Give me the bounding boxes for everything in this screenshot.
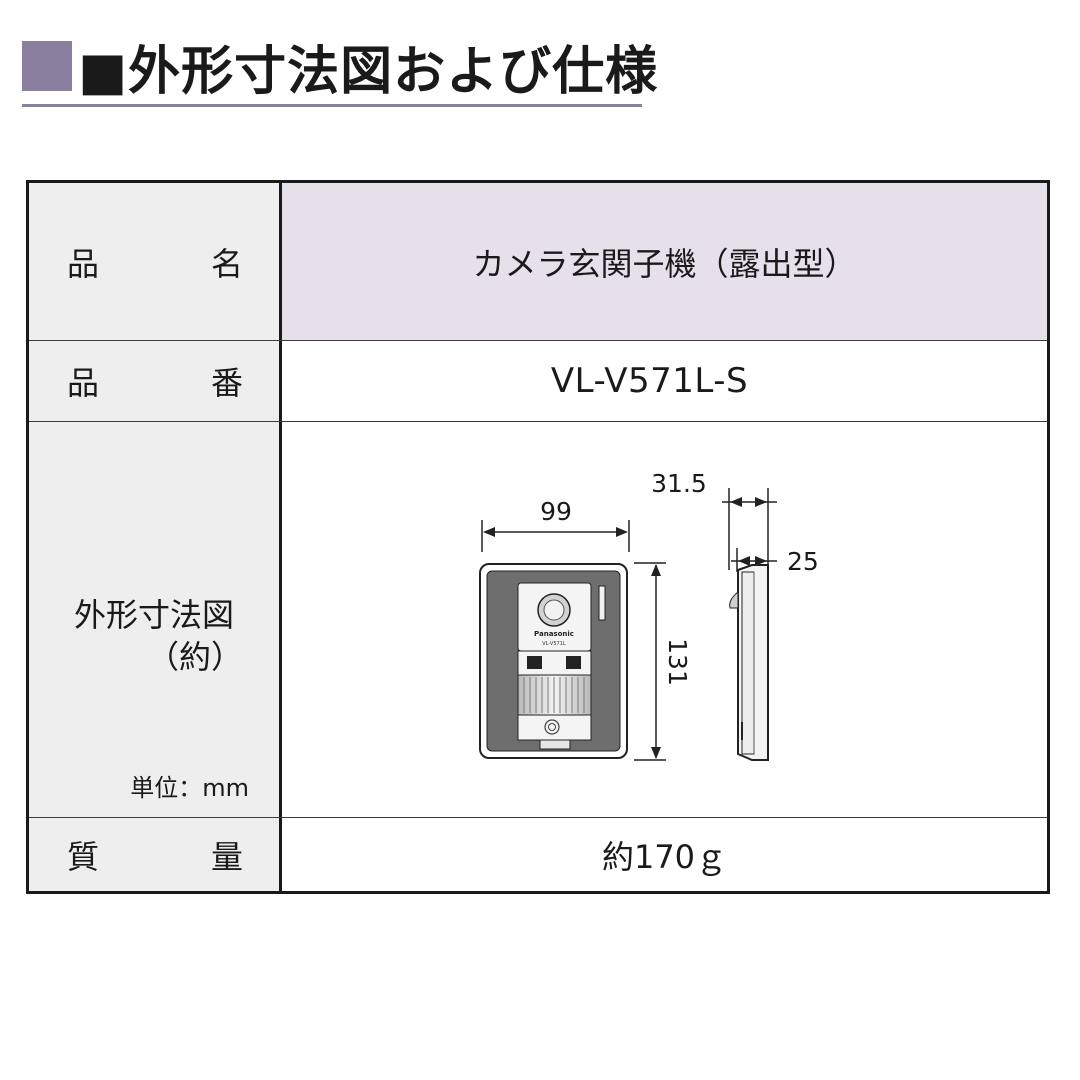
model-number: VL-V571L-S: [550, 361, 749, 401]
led-left-icon: [527, 656, 542, 669]
mass-value: 約170ｇ: [601, 837, 728, 876]
spec-table: 品 名 カメラ玄関子機（露出型） 品 番 VL-V571L-S 外形寸法図 （約…: [26, 180, 1050, 894]
height-value: 131: [663, 638, 692, 686]
value-cell-mass: 約170ｇ: [282, 818, 1047, 891]
value-cell-dimensions: 99 131: [282, 422, 1047, 817]
dimensions-label: 外形寸法図: [73, 596, 234, 634]
depth-total-value: 31.5: [651, 469, 707, 498]
label-name-left: 品: [67, 244, 100, 283]
dimensions-approx-label: （約）: [146, 638, 243, 676]
front-view: Panasonic VL-V571L: [479, 563, 628, 759]
label-mass-right: 量: [210, 837, 243, 876]
height-dimension: 131: [634, 562, 692, 761]
value-cell-name: カメラ玄関子機（露出型）: [282, 183, 1047, 340]
label-cell-model: 品 番: [29, 341, 282, 421]
row-product-name: 品 名 カメラ玄関子機（露出型）: [29, 183, 1047, 341]
label-model-left: 品: [67, 364, 100, 402]
page-title: ■外形寸法図および仕様: [78, 41, 659, 102]
heading-underline: [22, 104, 642, 107]
depth-dimension-body: 25: [731, 547, 819, 576]
light-sensor-icon: [598, 585, 606, 621]
section-heading: ■外形寸法図および仕様: [22, 30, 657, 102]
label-cell-mass: 質 量: [29, 818, 282, 891]
value-cell-model: VL-V571L-S: [282, 341, 1047, 421]
label-mass-left: 質: [67, 837, 100, 876]
depth-dimension-total: 31.5: [651, 469, 777, 570]
row-dimensions: 外形寸法図 （約） 単位：mm: [29, 422, 1047, 818]
width-value: 99: [540, 497, 572, 526]
product-name: カメラ玄関子機（露出型）: [472, 244, 857, 283]
call-button-icon: [544, 719, 560, 735]
row-mass: 質 量 約170ｇ: [29, 818, 1047, 891]
dimensions-unit: 単位：mm: [130, 774, 249, 802]
label-cell-dimensions: 外形寸法図 （約） 単位：mm: [29, 422, 282, 817]
side-view: [729, 564, 769, 761]
width-dimension: 99: [481, 497, 630, 552]
dimension-drawing: 99 131: [479, 469, 819, 761]
label-model-right: 番: [210, 364, 243, 402]
label-cell-name: 品 名: [29, 183, 282, 340]
label-name-right: 名: [210, 244, 243, 283]
heading-square-icon: [22, 41, 72, 91]
led-right-icon: [566, 656, 581, 669]
device-model-text: VL-V571L: [542, 641, 566, 647]
call-button: [517, 714, 592, 741]
depth-body-value: 25: [787, 547, 819, 576]
row-model-number: 品 番 VL-V571L-S: [29, 341, 1047, 422]
device-brand-text: Panasonic: [534, 630, 574, 638]
